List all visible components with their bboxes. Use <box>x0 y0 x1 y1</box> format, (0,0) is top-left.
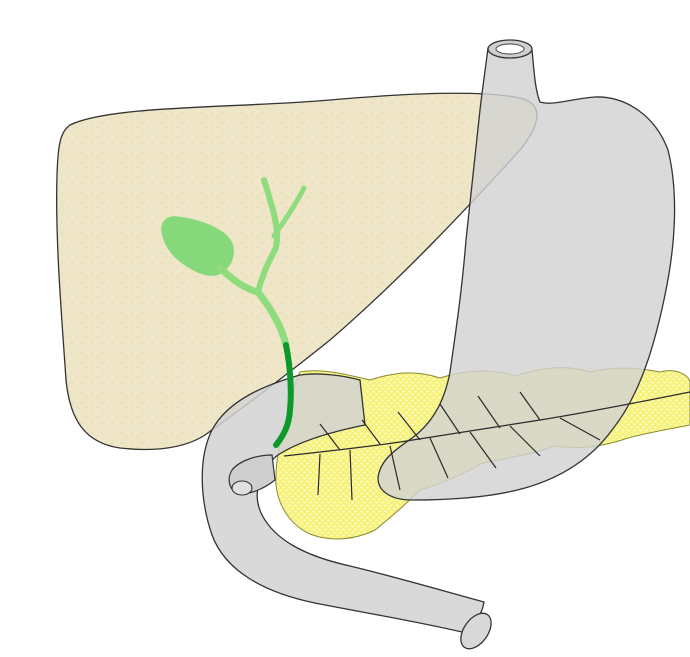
duodenal-stump-opening <box>232 481 252 495</box>
esophagus-lumen <box>496 44 524 54</box>
